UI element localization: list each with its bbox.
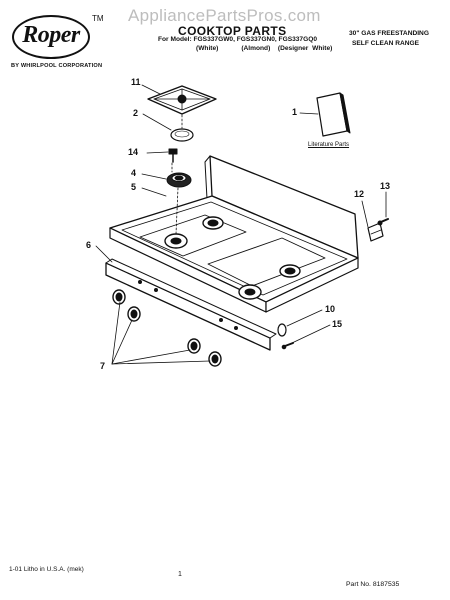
control-knob-3	[187, 338, 201, 354]
screw-part-15	[281, 342, 294, 350]
model-numbers: For Model: FGS337GW0, FGS337GN0, FGS337G…	[158, 36, 318, 43]
callout-5: 5	[131, 182, 137, 192]
burner-port-right-rear	[279, 264, 301, 278]
screw-part-14	[168, 148, 178, 163]
control-knob-1	[112, 289, 126, 305]
burner-port-left-front	[164, 233, 188, 249]
burner-grate	[147, 85, 217, 115]
side-clip-part-12	[367, 222, 384, 242]
trademark-mark: TM	[92, 14, 104, 23]
callout-12: 12	[354, 189, 365, 199]
burner-port-left-rear	[202, 216, 224, 230]
burner-cap	[170, 128, 194, 142]
burner-port-right-front	[238, 284, 262, 300]
callout-7: 7	[100, 361, 106, 371]
callout-4: 4	[131, 168, 137, 178]
range-type-line-2: SELF CLEAN RANGE	[352, 40, 420, 47]
page-title: COOKTOP PARTS	[178, 24, 287, 38]
corporation-line: BY WHIRLPOOL CORPORATION	[11, 63, 103, 69]
roper-logo-oval	[12, 15, 90, 59]
literature-booklet	[316, 92, 351, 137]
screw-part-13	[377, 218, 389, 226]
burner-head	[166, 172, 192, 188]
part-number: Part No. 8187535	[346, 581, 400, 588]
callout-13: 13	[380, 181, 391, 191]
control-knob-2	[127, 306, 141, 322]
grommet-part-10	[277, 323, 287, 337]
callout-2: 2	[133, 108, 139, 118]
literature-parts-label: Literature Parts	[308, 142, 350, 148]
cooktop-body	[109, 155, 359, 313]
leader-lines	[95, 84, 387, 365]
callout-11: 11	[131, 77, 141, 87]
control-panel	[105, 258, 277, 351]
callout-10: 10	[325, 304, 336, 314]
print-info: 1-01 Litho in U.S.A. (mek)	[9, 566, 84, 573]
roper-logo: Roper	[22, 22, 80, 48]
range-type-line-1: 30" GAS FREESTANDING	[349, 30, 429, 37]
callout-14: 14	[128, 147, 139, 157]
control-knob-4	[208, 351, 222, 367]
watermark: AppliancePartsPros.com	[128, 6, 321, 25]
page-number: 1	[178, 571, 182, 578]
callout-1: 1	[292, 107, 298, 117]
callout-6: 6	[86, 240, 92, 250]
model-colors: (White) (Almond) (Designer White)	[196, 45, 333, 52]
callout-15: 15	[332, 319, 343, 329]
